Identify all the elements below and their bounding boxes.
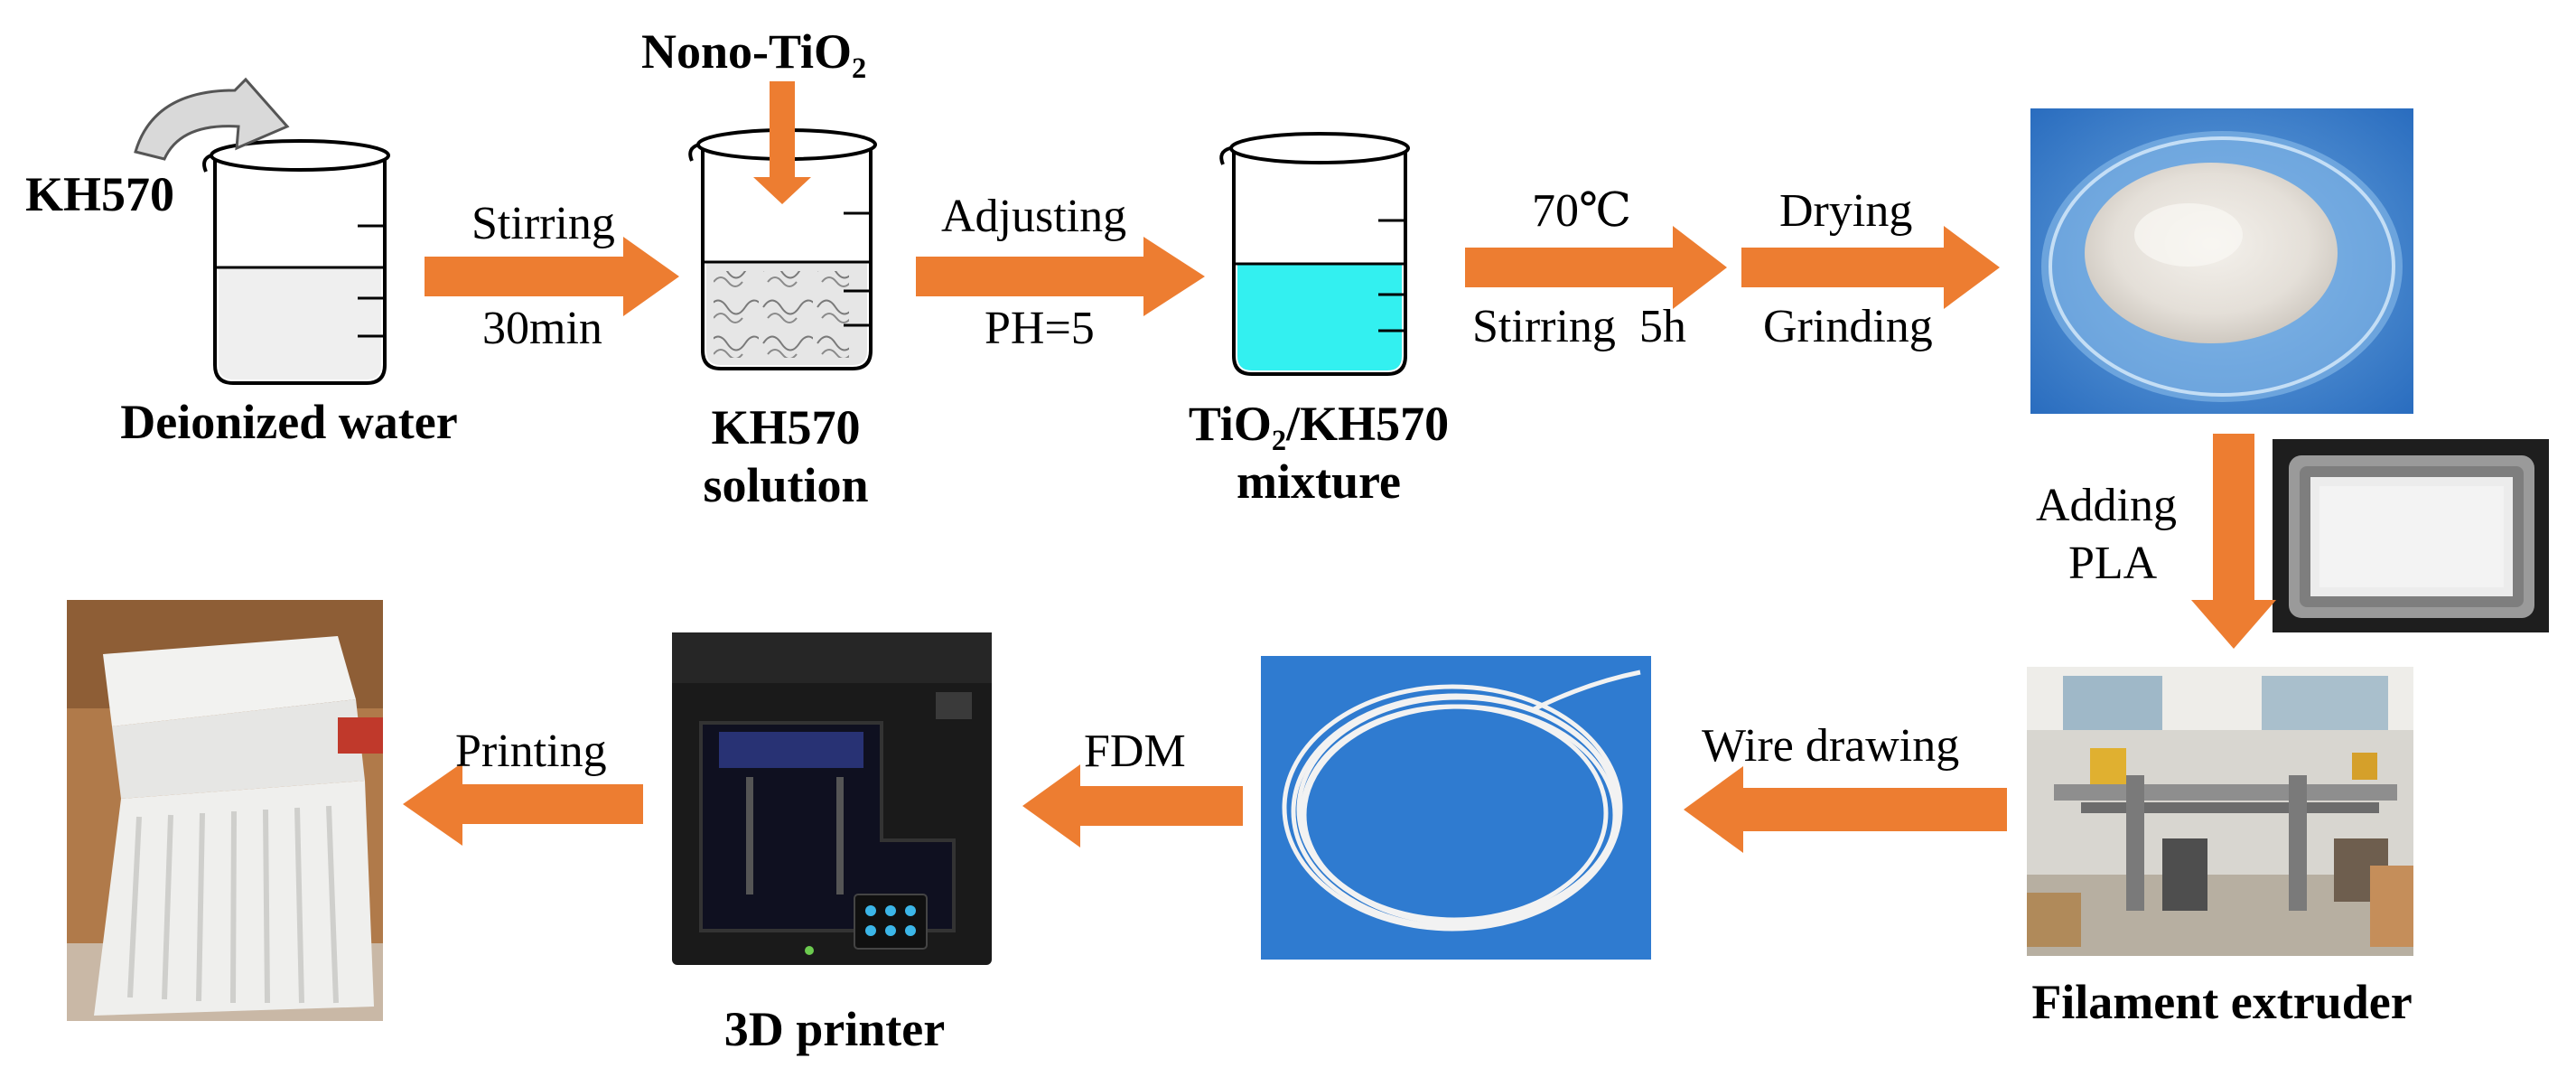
beaker3-caption-line1: TiO₂/KH570 <box>1188 397 1450 451</box>
beaker-tio2-kh570-mixture <box>1219 132 1410 376</box>
extruder-caption: Filament extruder <box>2031 975 2413 1029</box>
arrow-step6-left <box>1684 766 2007 853</box>
beaker1-caption: Deionized water <box>120 395 458 449</box>
pla-mixture-tray-photo <box>2273 439 2549 632</box>
step5-label-line1: Adding <box>2036 480 2177 531</box>
step3-label-top: 70℃ <box>1532 185 1632 237</box>
step6-label: Wire drawing <box>1702 720 1960 772</box>
reagent-kh570-label: KH570 <box>25 167 175 221</box>
step3-label-bottom: Stirring 5h <box>1472 301 1686 352</box>
arrow-step7-left <box>1022 764 1243 848</box>
arrow-step3-right <box>1465 226 1727 309</box>
nano-tio2-label: Nono-TiO₂ <box>641 24 867 79</box>
filament-coil-photo <box>1261 656 1651 960</box>
step7-label: FDM <box>1084 726 1186 777</box>
filament-extruder-photo <box>2027 667 2413 956</box>
step8-label: Printing <box>455 726 607 777</box>
beaker3-caption-line2: mixture <box>1237 454 1401 509</box>
beaker-deionized-water <box>202 139 390 385</box>
step2-label-bottom: PH=5 <box>985 303 1095 354</box>
step4-label-top: Drying <box>1779 185 1913 237</box>
step1-label-top: Stirring <box>471 198 615 249</box>
beaker2-caption-line1: KH570 <box>711 400 861 454</box>
arrow-nano-tio2-down <box>753 81 811 204</box>
step2-label-top: Adjusting <box>941 191 1127 242</box>
step1-label-bottom: 30min <box>482 303 602 354</box>
arrow-step2-right <box>916 237 1205 316</box>
step4-label-bottom: Grinding <box>1763 301 1933 352</box>
pour-arrow-icon <box>134 77 290 161</box>
step5-label-line2: PLA <box>2068 538 2158 589</box>
arrow-step1-right <box>425 237 679 316</box>
arrow-step8-left <box>403 763 643 846</box>
arrow-step5-down <box>2191 434 2276 649</box>
beaker2-caption-line2: solution <box>703 458 869 512</box>
printed-part-photo <box>67 600 383 1021</box>
printer-caption: 3D printer <box>723 1002 946 1056</box>
arrow-step4-right <box>1741 226 2000 309</box>
3d-printer-photo <box>665 623 1004 972</box>
tio2-powder-photo <box>2030 108 2413 414</box>
